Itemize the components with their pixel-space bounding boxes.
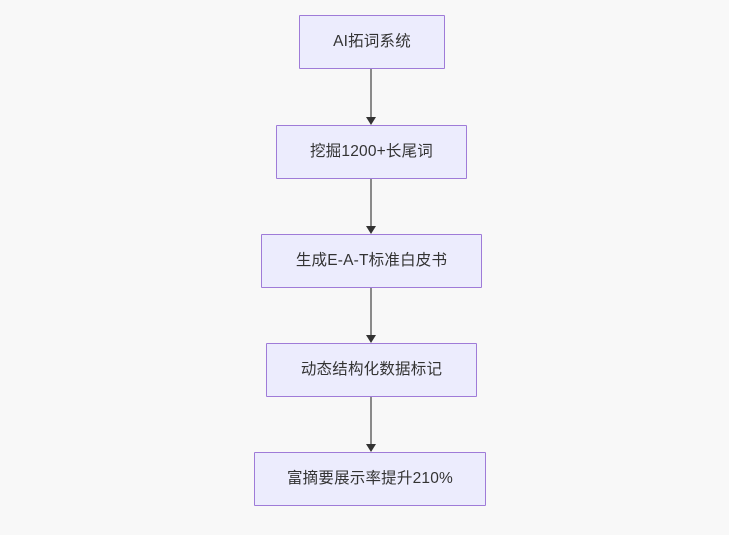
flow-edge-1 xyxy=(366,69,376,125)
flow-node-label: AI拓词系统 xyxy=(333,32,411,50)
flow-node-generate-eat-whitepaper[interactable]: 生成E-A-T标准白皮书 xyxy=(261,234,482,288)
edge-line xyxy=(370,288,372,335)
arrow-down-icon xyxy=(366,444,376,452)
flow-node-dynamic-structured-data-markup[interactable]: 动态结构化数据标记 xyxy=(266,343,477,397)
flow-node-ai-keyword-system[interactable]: AI拓词系统 xyxy=(299,15,445,69)
flow-node-rich-snippet-impression-uplift[interactable]: 富摘要展示率提升210% xyxy=(254,452,486,506)
flow-node-label: 挖掘1200+长尾词 xyxy=(309,142,434,160)
arrow-down-icon xyxy=(366,335,376,343)
flow-edge-3 xyxy=(366,288,376,343)
flow-node-label: 生成E-A-T标准白皮书 xyxy=(295,251,448,269)
arrow-down-icon xyxy=(366,226,376,234)
flow-edge-2 xyxy=(366,179,376,234)
edge-line xyxy=(370,179,372,226)
flow-node-mine-longtail-keywords[interactable]: 挖掘1200+长尾词 xyxy=(276,125,467,179)
flow-node-label: 动态结构化数据标记 xyxy=(300,360,443,378)
arrow-down-icon xyxy=(366,117,376,125)
flow-node-label: 富摘要展示率提升210% xyxy=(286,469,454,487)
edge-line xyxy=(370,397,372,444)
flow-edge-4 xyxy=(366,397,376,452)
edge-line xyxy=(370,69,372,117)
